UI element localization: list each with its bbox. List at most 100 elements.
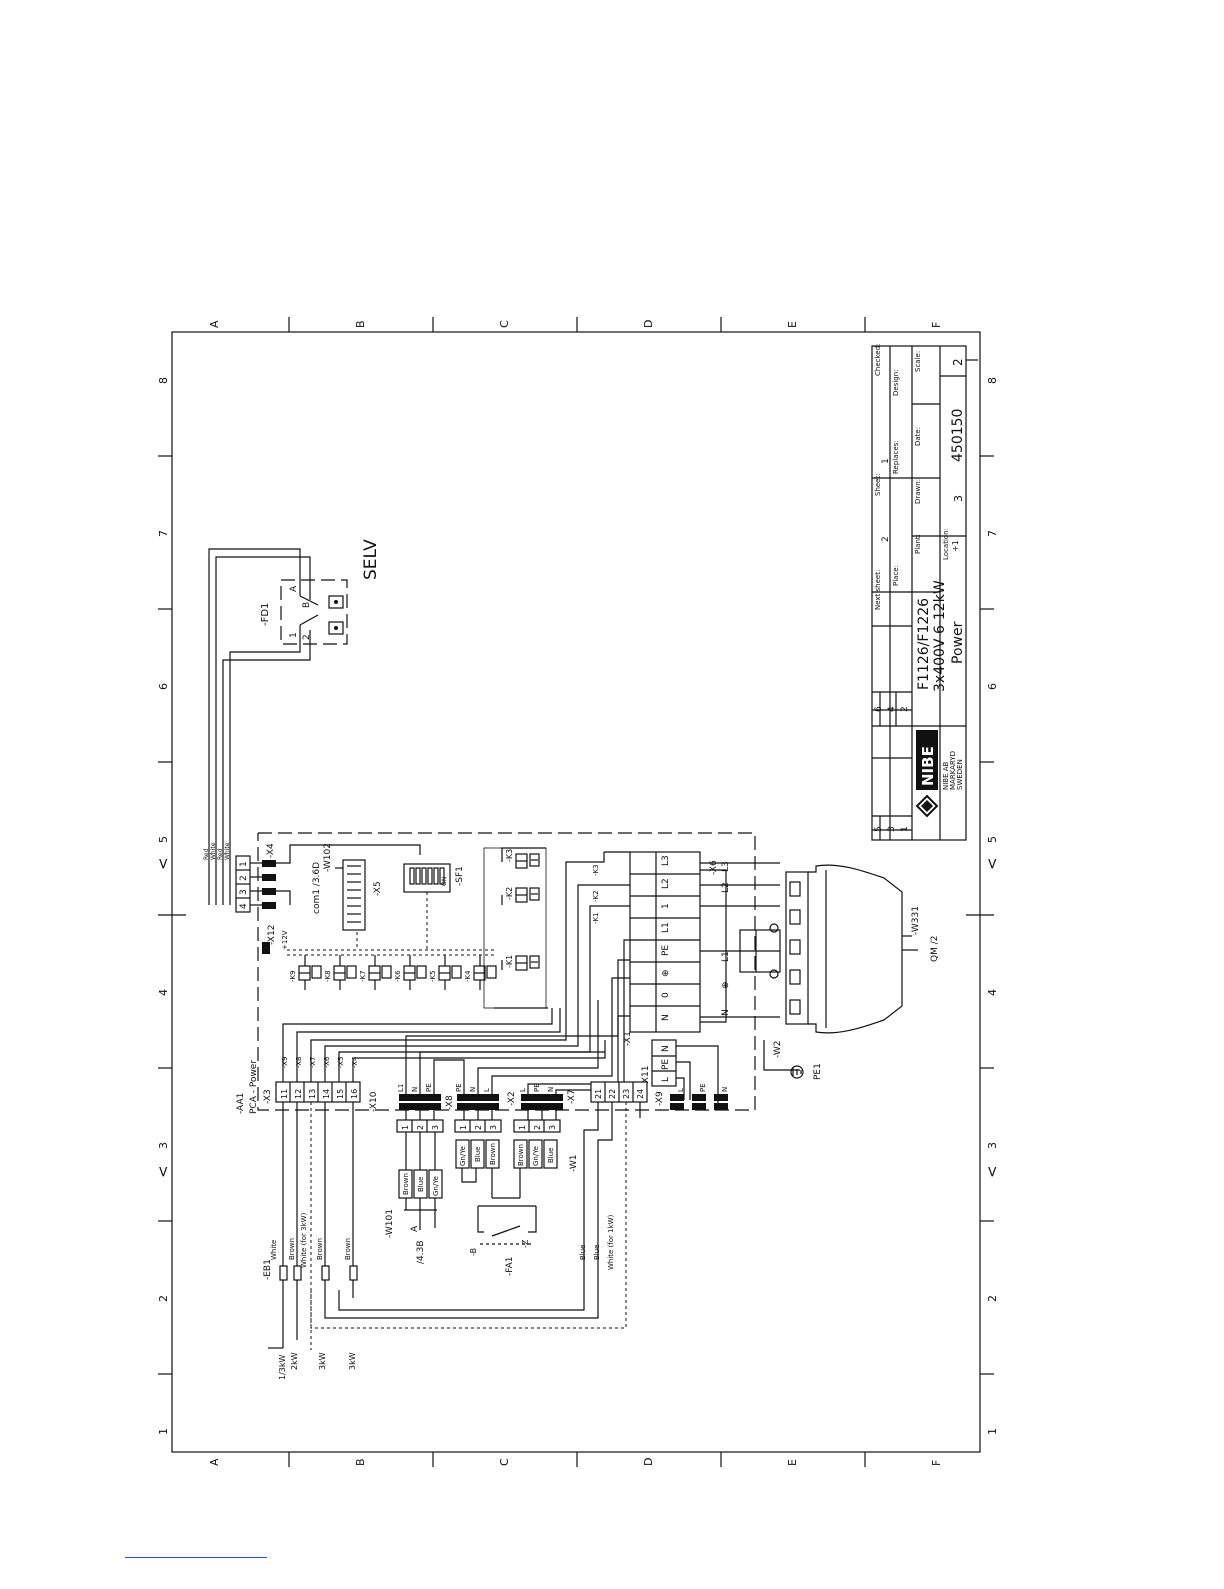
sf1-switch-bank [409,867,445,885]
fa1-mark: -Z [521,1239,530,1248]
relay-k9: -K9 [289,955,322,990]
x3-pin: 12 [294,1089,303,1099]
aa1-enclosure [257,832,756,1111]
relay-k1 [515,955,540,971]
zone-row-label: 4 [986,989,999,996]
company-line: NIBE AB [942,761,950,790]
x6-terminal-label: 0 [661,992,671,998]
relay-label: -K9 [289,970,297,982]
x6-lower-label: ⊕ [721,981,731,989]
fd1-contact-label: B [302,602,312,608]
x7-wire-color: Blue [593,1245,601,1261]
x3-tap-label: -X7 [309,1057,317,1068]
relay-k3-label: -K3 [505,849,514,862]
eb1-wire-color: White [270,1240,278,1260]
fd1-ref: -FD1 [260,603,271,626]
x8-plug [454,1110,502,1133]
x12-pin: 2 [239,875,249,881]
company-line: MARKARYD [949,751,957,790]
eb1-wires [268,1102,358,1350]
x11-pin: N [661,1045,671,1052]
x7-pin: 23 [622,1089,631,1099]
company-line: SWEDEN [956,759,964,790]
x10-pin: L1 [397,1084,405,1092]
zone-col-label: B [354,320,367,328]
scale-label: Scale: [914,351,922,372]
zone-row-label: 3 [157,1142,170,1149]
zone-col-label: C [498,1458,511,1466]
x6-lower-label: L2 [721,882,731,893]
x8-pin: L [483,1088,491,1092]
w101-arrow: A [410,1225,420,1232]
x12-wire-color: Red [217,848,224,860]
x9-terminal [670,1094,728,1110]
zone-marker: < [154,857,172,870]
x6-lower-label: L3 [721,861,731,872]
drawn-value: 3 [952,495,965,502]
fa1-ref: -FA1 [505,1257,515,1276]
x4-ref: -X4 [266,843,276,858]
x4-wire [276,890,291,905]
relay-label: -K7 [359,970,367,982]
zone-col-label: D [642,1458,655,1466]
fa1-breaker [477,1205,537,1245]
relay-column [483,847,548,1009]
x5-pins [335,865,361,923]
product-variant: 3x400V 6-12kW [932,580,948,692]
drawn-label: Drawn: [914,479,922,504]
relay-k8: -K8 [324,955,357,990]
x4-wire [276,844,421,864]
x6-terminal-label: L1 [661,922,671,933]
aa1-board: PCA - Power [249,1060,259,1114]
fd1-wires [208,548,311,905]
relay-label: -K4 [464,970,472,982]
relay-label: -K6 [394,970,402,982]
x5-ref: -X5 [373,881,383,896]
place-label: Place: [892,565,900,586]
zone-col-label: A [208,320,221,328]
relay-bus [287,932,494,956]
x2-ref: -X2 [507,1091,517,1106]
zone-row-label: 6 [157,683,170,690]
x10-plug-term: 3 [431,1125,440,1130]
fd1-contact-label: 2 [302,634,312,640]
x3-pin: 11 [280,1089,289,1099]
x3-pin: 14 [322,1089,331,1099]
x10-plug-term: 2 [416,1125,425,1130]
relay-k7: -K7 [359,955,392,990]
relay-k4: -K4 [464,955,497,990]
rev-cell: 1 [900,826,910,832]
x8-wire-color: Brown [489,1143,497,1165]
zone-col-label: C [498,320,511,328]
x6-lower-label: L1 [721,951,731,962]
w101-link: /4.3B [416,1240,426,1264]
x7-wire-color: Blue [579,1245,587,1261]
x2-pin: L [519,1088,527,1092]
x8-plug-term: 3 [489,1125,498,1130]
x7-terminal-block [590,1081,648,1103]
sheet-number: 1 [881,458,891,464]
x10-plug-term: 1 [401,1125,410,1130]
x2-wire-boxes [492,1139,558,1199]
x3-tap-label: -X6 [323,1056,331,1068]
relay-tap-label: -K1 [592,912,600,924]
date-label: Date: [914,427,922,446]
x3-pin: 16 [350,1089,359,1099]
next-sheet-label: Next sheet: [874,570,882,610]
fd1-contact-label: A [289,585,299,592]
x5-link-ref: com1 /3.6D [312,862,322,914]
zone-row-label: 4 [157,989,170,996]
rev-cell: 3 [887,826,897,832]
x12-connector [235,855,251,913]
x2-plug-term: 1 [518,1125,527,1130]
x6-terminal-strip [629,851,701,1033]
drawing-subject: Power [950,621,966,664]
x3-terminal-block [275,1081,361,1103]
x8-wire-color: Gn/Ye [459,1146,467,1166]
location-value: +1 [951,540,960,552]
selv-label: SELV [361,539,381,580]
x6-terminal-label: 1 [661,903,671,909]
x2-wire-color: Gn/Ye [532,1146,540,1166]
